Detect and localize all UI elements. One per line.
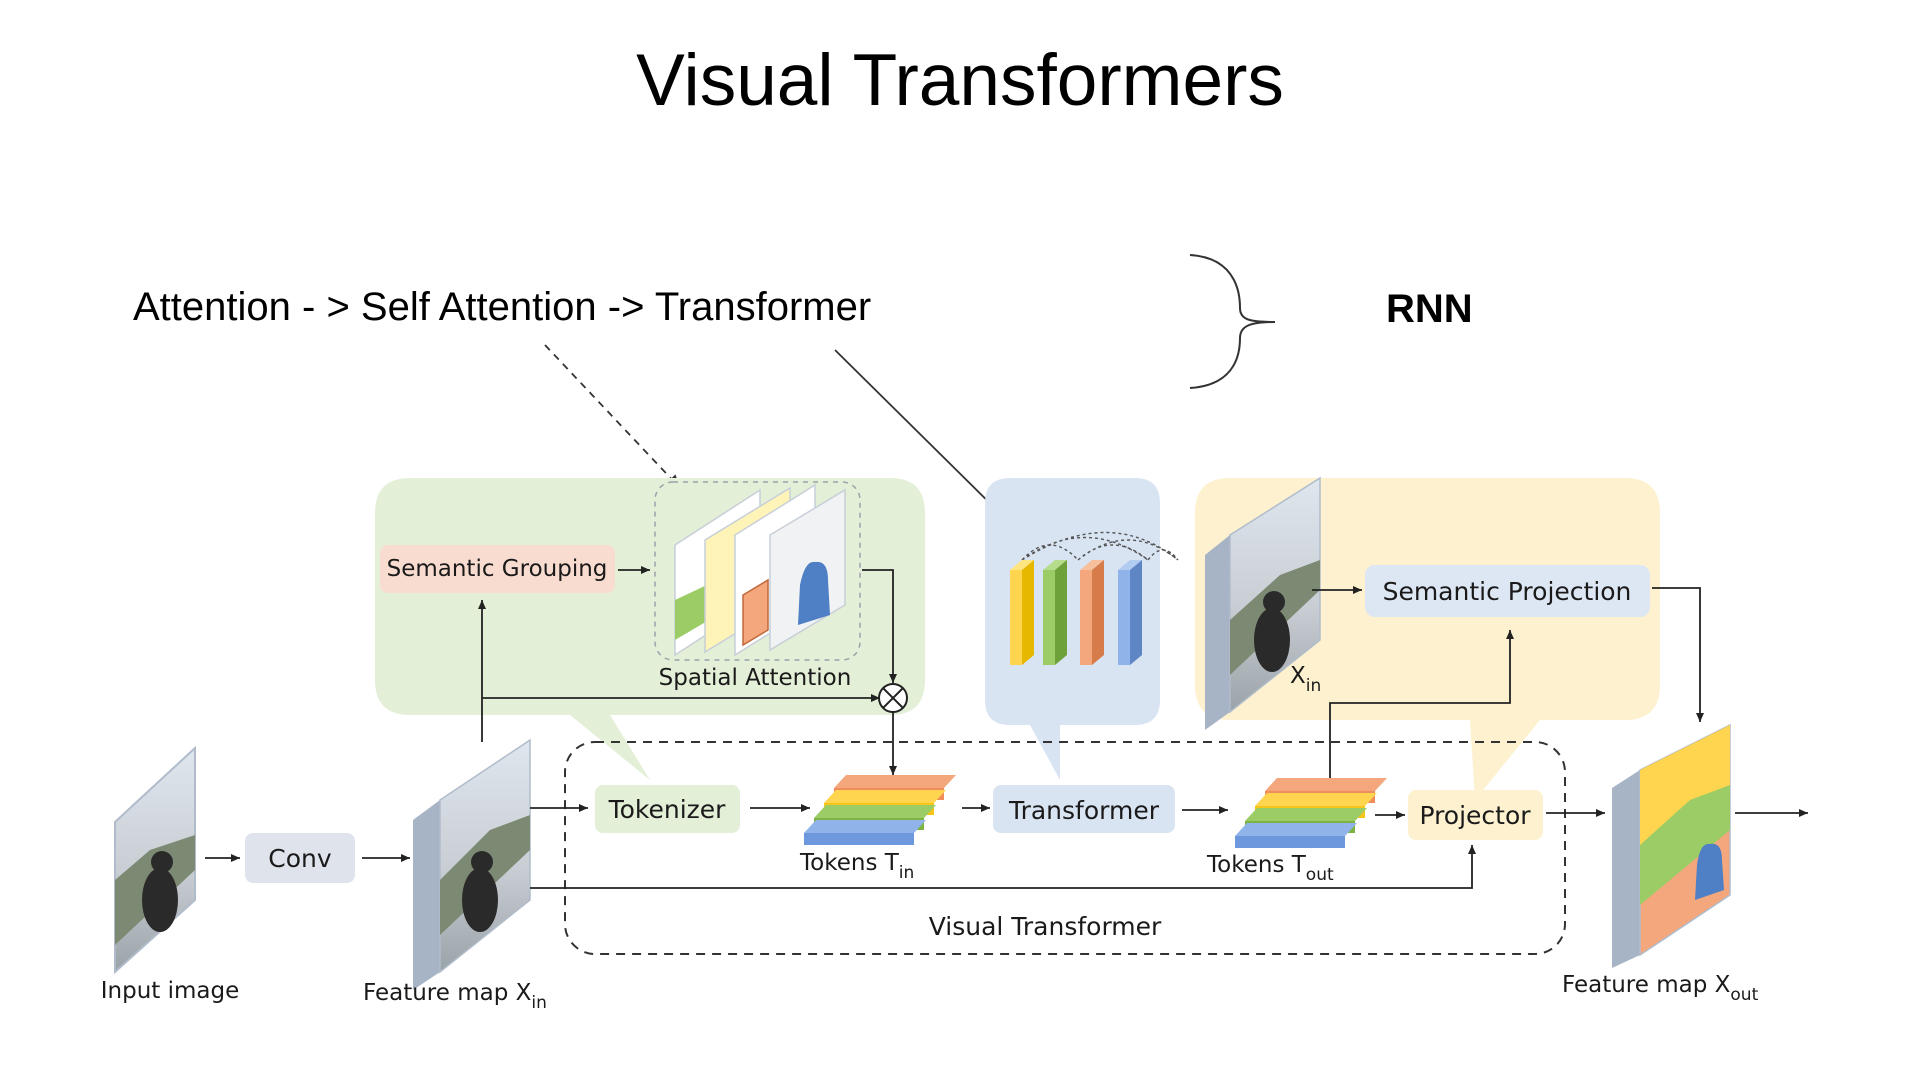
conv-label: Conv (268, 844, 332, 873)
visual-transformer-label: Visual Transformer (929, 912, 1162, 941)
tokens-in-stack (804, 775, 956, 845)
tokens-out-stack (1235, 778, 1387, 848)
transformer-region (985, 478, 1160, 780)
spatial-attention-box (654, 481, 861, 661)
tokens-out-label: Tokens Tout (1206, 852, 1334, 885)
semantic-grouping-label: Semantic Grouping (387, 556, 608, 582)
visual-transformer-boundary (564, 741, 1566, 955)
tokenizer-label: Tokenizer (608, 795, 727, 824)
spatial-attention-label: Spatial Attention (659, 665, 852, 691)
transformer-label: Transformer (1008, 796, 1160, 825)
feature-map-in-label: Feature map Xin (363, 980, 547, 1013)
semantic-grouping-block (380, 545, 615, 593)
semantic-projection-label: Semantic Projection (1383, 577, 1632, 606)
transformer-pointer (834, 349, 1016, 529)
arrow-projection-output (1652, 587, 1704, 722)
arrow-tokens-semantic-projection (1329, 630, 1514, 778)
feature-map-out (1612, 723, 1731, 968)
tokens-in-label: Tokens Tin (799, 850, 914, 883)
skip-to-projector (530, 845, 1476, 889)
attention-headline: Attention - > Self Attention -> Transfor… (133, 285, 871, 329)
tokenizer-block (595, 785, 740, 833)
transformer-block (993, 785, 1175, 833)
semantic-projection-block (1365, 565, 1650, 617)
xin-image (1205, 476, 1321, 730)
curly-brace (1189, 254, 1276, 389)
projector-block (1408, 790, 1543, 840)
slide-title: Visual Transformers (636, 40, 1284, 121)
transformer-columns (1010, 531, 1179, 665)
feature-map-in (413, 738, 531, 990)
arrow-attention-multiply (862, 569, 897, 683)
projector-label: Projector (1419, 801, 1531, 830)
feature-map-out-label: Feature map Xout (1562, 972, 1759, 1005)
input-image (114, 745, 196, 975)
rnn-label: RNN (1386, 287, 1473, 331)
multiply-node (878, 683, 908, 713)
input-image-label: Input image (101, 978, 240, 1004)
attention-maps (674, 483, 846, 657)
self-attention-pointer (544, 344, 681, 489)
xin-label: Xin (1290, 663, 1321, 696)
conv-block (245, 833, 355, 883)
